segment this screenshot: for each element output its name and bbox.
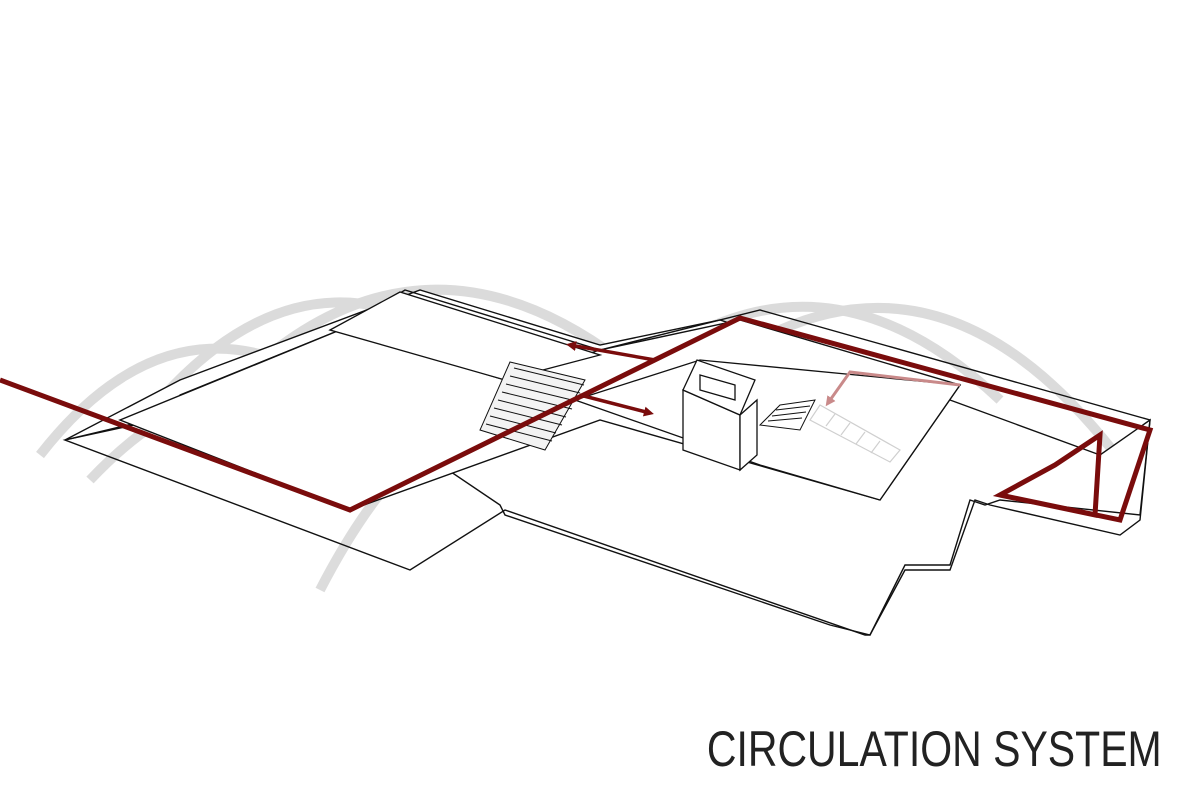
tower-notch: [699, 374, 736, 401]
east-arrow: [579, 393, 654, 417]
tower-top: [682, 359, 756, 416]
circulation-paths: [0, 315, 1154, 523]
main-stair: [479, 361, 586, 451]
tower: [682, 359, 758, 472]
west-arrow: [566, 341, 656, 362]
tower-side: [739, 398, 758, 472]
tower-arrow: [825, 370, 961, 407]
west-platform: [328, 291, 603, 381]
diagram-title: CIRCULATION SYSTEM: [707, 721, 1162, 777]
tower-stair: [758, 399, 816, 431]
main-circulation-route: [0, 315, 1154, 523]
ghost-stair: [809, 404, 901, 463]
